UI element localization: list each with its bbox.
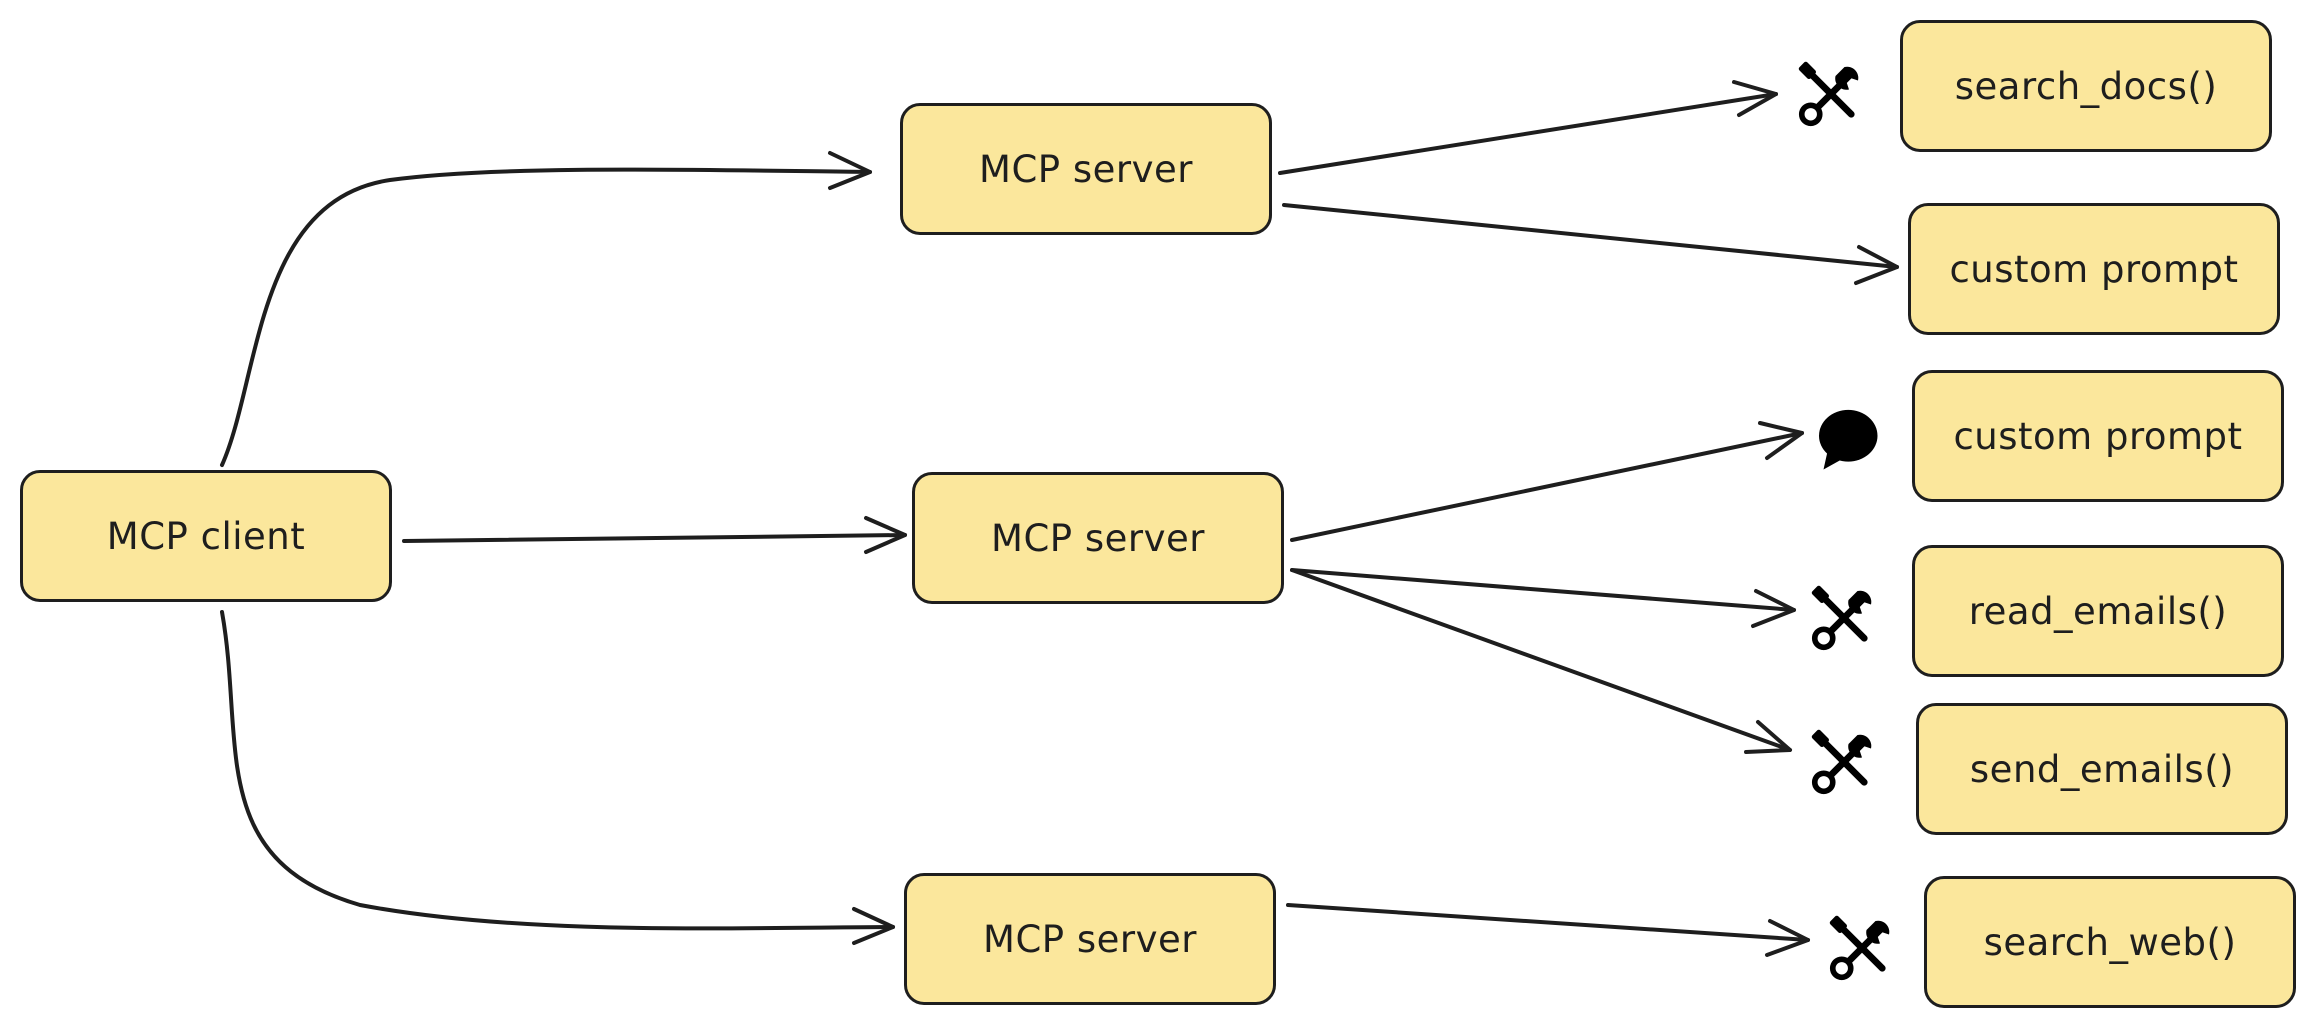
mcp-server-2-label: MCP server: [991, 516, 1205, 560]
capability-label: read_emails(): [1968, 589, 2228, 633]
edge-server-2-to-custom-prompt: [1290, 431, 1804, 542]
edge-client-to-server-2: [402, 533, 907, 543]
tools-icon: [1808, 582, 1880, 654]
edge-server-1-to-custom-prompt: [1282, 203, 1899, 269]
capability-read-emails[interactable]: read_emails(): [1912, 545, 2284, 677]
edge-server-1-to-search-docs: [1278, 92, 1778, 175]
capability-label: custom prompt: [1953, 414, 2243, 458]
edge-client-to-server-1: [220, 167, 872, 467]
capability-send-emails[interactable]: send_emails(): [1916, 703, 2288, 835]
mcp-server-3-label: MCP server: [983, 917, 1197, 961]
edge-server-2-to-read-emails-arrowhead: [1751, 589, 1796, 628]
mcp-client-label: MCP client: [106, 514, 306, 558]
edge-server-3-to-search-web: [1286, 903, 1810, 942]
edge-server-2-to-send-emails: [1290, 568, 1792, 752]
tools-icon: [1826, 912, 1898, 984]
mcp-server-node-1[interactable]: MCP server: [900, 103, 1272, 235]
speech-bubble-icon: [1810, 402, 1882, 474]
edge-server-2-to-custom-prompt-arrowhead: [1758, 421, 1804, 460]
edge-server-1-to-search-docs-arrowhead: [1732, 80, 1778, 117]
edge-server-2-to-send-emails-arrowhead: [1744, 720, 1792, 754]
capability-label: custom prompt: [1949, 247, 2239, 291]
edge-server-2-to-read-emails: [1290, 568, 1796, 612]
mcp-client-node[interactable]: MCP client: [20, 470, 392, 602]
mcp-server-node-2[interactable]: MCP server: [912, 472, 1284, 604]
capability-label: search_docs(): [1954, 64, 2218, 108]
tools-icon: [1808, 726, 1880, 798]
tools-icon: [1795, 58, 1867, 130]
edge-server-3-to-search-web-arrowhead: [1765, 919, 1810, 957]
mcp-server-1-label: MCP server: [979, 147, 1193, 191]
capability-label: send_emails(): [1969, 747, 2235, 791]
capability-label: search_web(): [1983, 920, 2237, 964]
capability-custom-prompt-2[interactable]: custom prompt: [1912, 370, 2284, 502]
capability-custom-prompt-1[interactable]: custom prompt: [1908, 203, 2280, 335]
edge-client-to-server-3-arrowhead: [852, 907, 895, 945]
capability-search-web[interactable]: search_web(): [1924, 876, 2296, 1008]
capability-search-docs[interactable]: search_docs(): [1900, 20, 2272, 152]
mcp-server-node-3[interactable]: MCP server: [904, 873, 1276, 1005]
edge-client-to-server-2-arrowhead: [864, 516, 907, 554]
edge-client-to-server-1-arrowhead: [828, 151, 872, 190]
edge-client-to-server-3: [220, 610, 895, 931]
edge-server-1-to-custom-prompt-arrowhead: [1854, 245, 1899, 285]
